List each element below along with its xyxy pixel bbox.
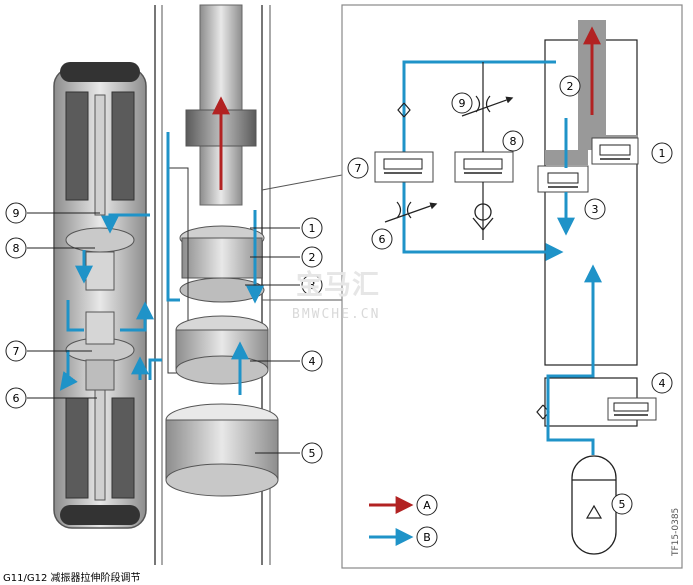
callout-right-2: 2 [309,251,316,264]
callout-left-7: 7 [13,345,20,358]
legend: A B [369,494,438,548]
legend-letter-b: B [423,531,431,544]
callout-right-3: 3 [309,279,316,292]
callout-right-1: 1 [309,222,316,235]
legend-letter-a: A [423,499,431,512]
schematic-label-9: 9 [459,97,466,110]
callouts-left: 9 8 7 6 [5,202,100,409]
schematic-label-8: 8 [510,135,517,148]
doc-id: TF15-0385 [671,507,681,556]
callout-left-9: 9 [13,207,20,220]
valve-module-cutaway [53,62,154,529]
schematic-label-6: 6 [379,233,386,246]
callout-left-6: 6 [13,392,20,405]
schematic-label-3: 3 [592,203,599,216]
schematic-label-2: 2 [567,80,574,93]
watermark-en: BMWCHE.CN [292,307,381,322]
damper-cross-section [148,4,279,565]
watermark-cn: 宝马汇 [296,270,380,301]
callout-left-8: 8 [13,242,20,255]
callout-right-4: 4 [309,355,316,368]
figure-caption: G11/G12 减振器拉伸阶段调节 [3,573,141,584]
schematic-label-5: 5 [619,498,626,511]
callouts-right: 1 2 3 4 5 [245,217,323,464]
schematic-label-7: 7 [355,162,362,175]
schematic-label-4: 4 [659,377,666,390]
hydraulic-schematic: 2 1 3 4 5 7 6 8 9 A B [341,4,683,569]
schematic-label-1: 1 [659,147,666,160]
callout-right-5: 5 [309,447,316,460]
